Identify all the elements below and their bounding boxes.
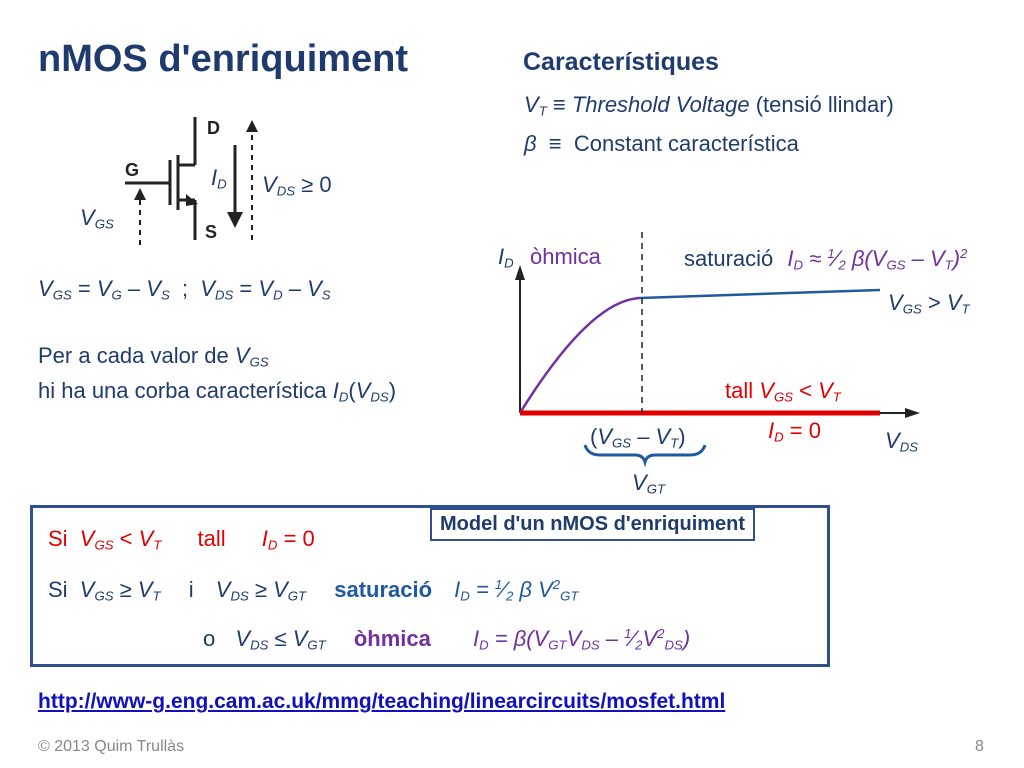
vgs-arrow	[134, 188, 146, 200]
cutoff-region-label: tall VGS < VT	[725, 378, 841, 405]
vt-definition-text: Threshold Voltage	[571, 92, 750, 117]
voltage-equations: VGS = VG – VS ; VDS = VD – VS	[38, 276, 331, 303]
ohmic-region-label: òhmica	[530, 244, 601, 269]
model-row-ohmic: o VDS ≤ VGT òhmica ID = β(VGTVDS – 1⁄2V2…	[203, 626, 691, 653]
model-row-saturation: Si VGS ≥ VT i VDS ≥ VGT saturació ID = 1…	[48, 577, 579, 604]
copyright: © 2013 Quim Trullàs	[38, 738, 185, 755]
gate-label: G	[125, 160, 140, 180]
vds-condition: VDS ≥ 0	[262, 172, 332, 199]
model-box	[30, 505, 830, 667]
id-label: ID	[211, 165, 227, 192]
source-arrow	[186, 194, 198, 206]
vgs-label: VGS	[80, 205, 114, 232]
description-line-2: hi ha una corba característica ID(VDS)	[38, 378, 397, 405]
vgs-minus-vt-label: (VGS – VT)	[590, 424, 686, 451]
beta-definition-text: Constant característica	[573, 131, 799, 156]
page-number: 8	[975, 738, 984, 755]
model-box-title: Model d'un nMOS d'enriquiment	[430, 508, 756, 541]
vt-tension-text: (tensió llindar)	[755, 92, 894, 117]
definition-beta: β ≡ Constant característica	[524, 131, 799, 156]
description-line-1: Per a cada valor de VGS	[38, 343, 269, 370]
vds-arrow	[246, 120, 258, 132]
source-label: S	[205, 222, 218, 242]
section-subtitle: Característiques	[523, 48, 719, 76]
vgt-label: VGT	[632, 470, 666, 497]
drain-label: D	[207, 118, 220, 138]
graph-vds-axis-label: VDS	[885, 428, 919, 455]
vgt-brace	[583, 444, 707, 468]
ohmic-curve	[518, 296, 641, 414]
saturation-curve	[639, 288, 881, 300]
reference-link[interactable]: http://www-g.eng.cam.ac.uk/mmg/teaching/…	[38, 690, 726, 713]
saturation-region-label: saturació ID ≈ 1⁄2 β(VGS – VT)2	[684, 246, 968, 273]
nmos-symbol	[125, 117, 197, 240]
id-arrowhead	[227, 212, 243, 228]
model-row-cutoff: Si VGS < VT tall ID = 0	[48, 526, 315, 553]
graph-id-axis-label: ID	[498, 244, 514, 271]
page-title: nMOS d'enriquiment	[38, 38, 409, 80]
definition-vt: VT ≡ Threshold Voltage (tensió llindar)	[524, 92, 894, 119]
vgs-gt-vt-label: VGS > VT	[888, 290, 970, 317]
cutoff-id-zero: ID = 0	[768, 418, 821, 445]
